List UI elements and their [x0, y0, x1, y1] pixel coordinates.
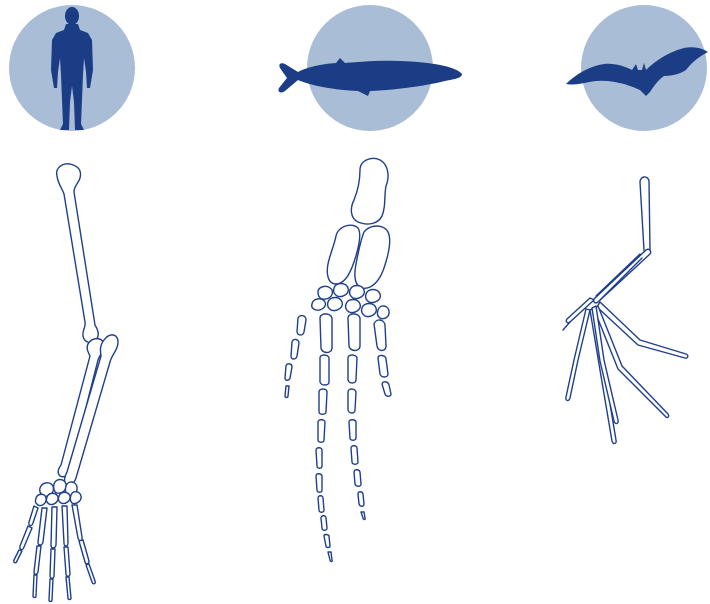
bat-wing-skeleton	[563, 177, 688, 444]
whale-flipper-skeleton	[285, 158, 391, 561]
bat-humerus	[640, 177, 650, 253]
bat-panel	[563, 5, 708, 444]
human-panel	[9, 5, 135, 602]
human-arm-skeleton	[14, 164, 118, 602]
whale-humerus	[351, 158, 388, 224]
humerus	[57, 164, 99, 343]
whale-panel	[278, 5, 462, 562]
whale-silhouette-icon	[278, 58, 462, 96]
